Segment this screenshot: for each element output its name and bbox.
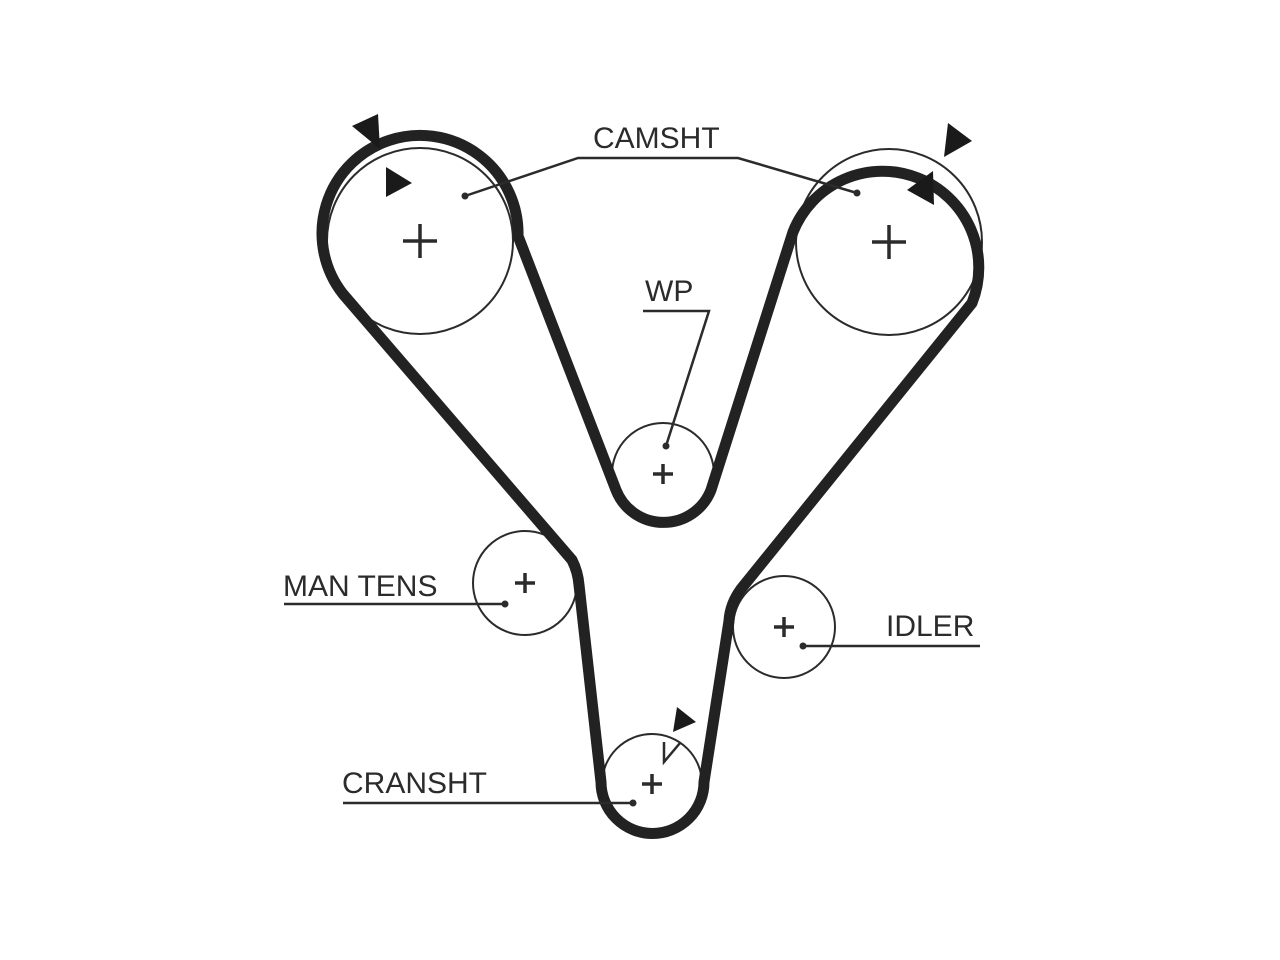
camshaft-label: CAMSHT: [593, 122, 720, 155]
right-camshaft-leader-dot: [853, 189, 861, 197]
water-pump-center-icon: [653, 464, 673, 484]
camshaft-leader-line: [464, 156, 858, 198]
idler-center-icon: [774, 617, 794, 637]
manual-tensioner-center-icon: [515, 573, 535, 593]
left-camshaft-inner-timing-mark-icon: [386, 167, 412, 197]
timing-belt: [316, 129, 985, 839]
crankshaft-timing-mark-pointer: [662, 742, 681, 766]
crankshaft-label: CRANSHT: [342, 767, 487, 800]
right-camshaft-outer-timing-mark-icon: [944, 123, 972, 157]
left-camshaft-center-icon: [403, 224, 437, 258]
right-camshaft-center-icon: [872, 225, 906, 259]
manual-tensioner-leader-dot: [501, 600, 509, 608]
crankshaft-center-icon: [642, 774, 662, 794]
crankshaft-leader-dot: [629, 799, 637, 807]
idler-label: IDLER: [886, 610, 974, 643]
crankshaft-timing-mark-icon: [673, 707, 696, 732]
water-pump-leader-dot: [662, 442, 670, 450]
water-pump-leader-line: [643, 309, 711, 447]
left-camshaft-leader-dot: [461, 192, 469, 200]
idler-leader-dot: [799, 642, 807, 650]
water-pump-label: WP: [645, 275, 693, 308]
right-camshaft-inner-timing-mark-icon: [907, 171, 934, 205]
manual-tensioner-label: MAN TENS: [283, 570, 437, 603]
left-camshaft-outer-timing-mark-icon: [352, 114, 380, 149]
